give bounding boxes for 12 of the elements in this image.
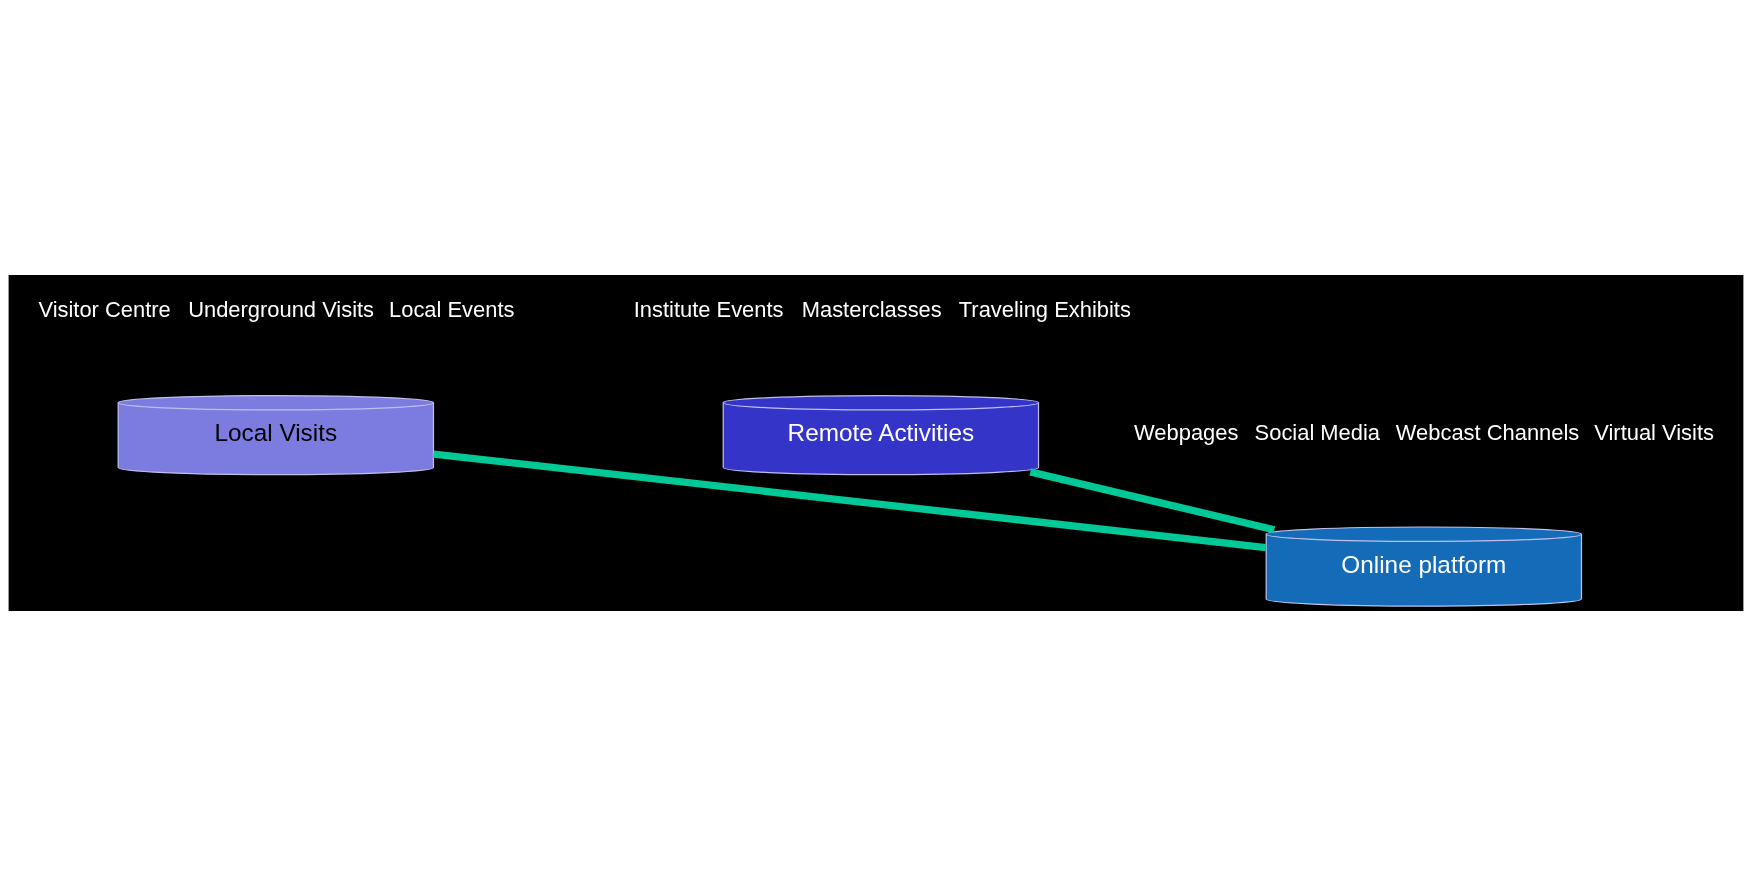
node-label: Visitor Centre bbox=[38, 296, 171, 322]
node-label: Social Media bbox=[1254, 420, 1381, 446]
node-label: Traveling Exhibits bbox=[958, 296, 1131, 322]
connector bbox=[1029, 468, 1276, 534]
node-label: Institute Events bbox=[633, 296, 784, 322]
node-label: Masterclasses bbox=[801, 296, 942, 322]
node-label: Webpages bbox=[1134, 420, 1239, 446]
node-label: Local Events bbox=[389, 296, 515, 322]
node-label: Underground Visits bbox=[188, 296, 375, 322]
connector bbox=[433, 450, 1267, 552]
node-label: Virtual Visits bbox=[1594, 420, 1714, 446]
node-label: Webcast Channels bbox=[1395, 420, 1580, 446]
